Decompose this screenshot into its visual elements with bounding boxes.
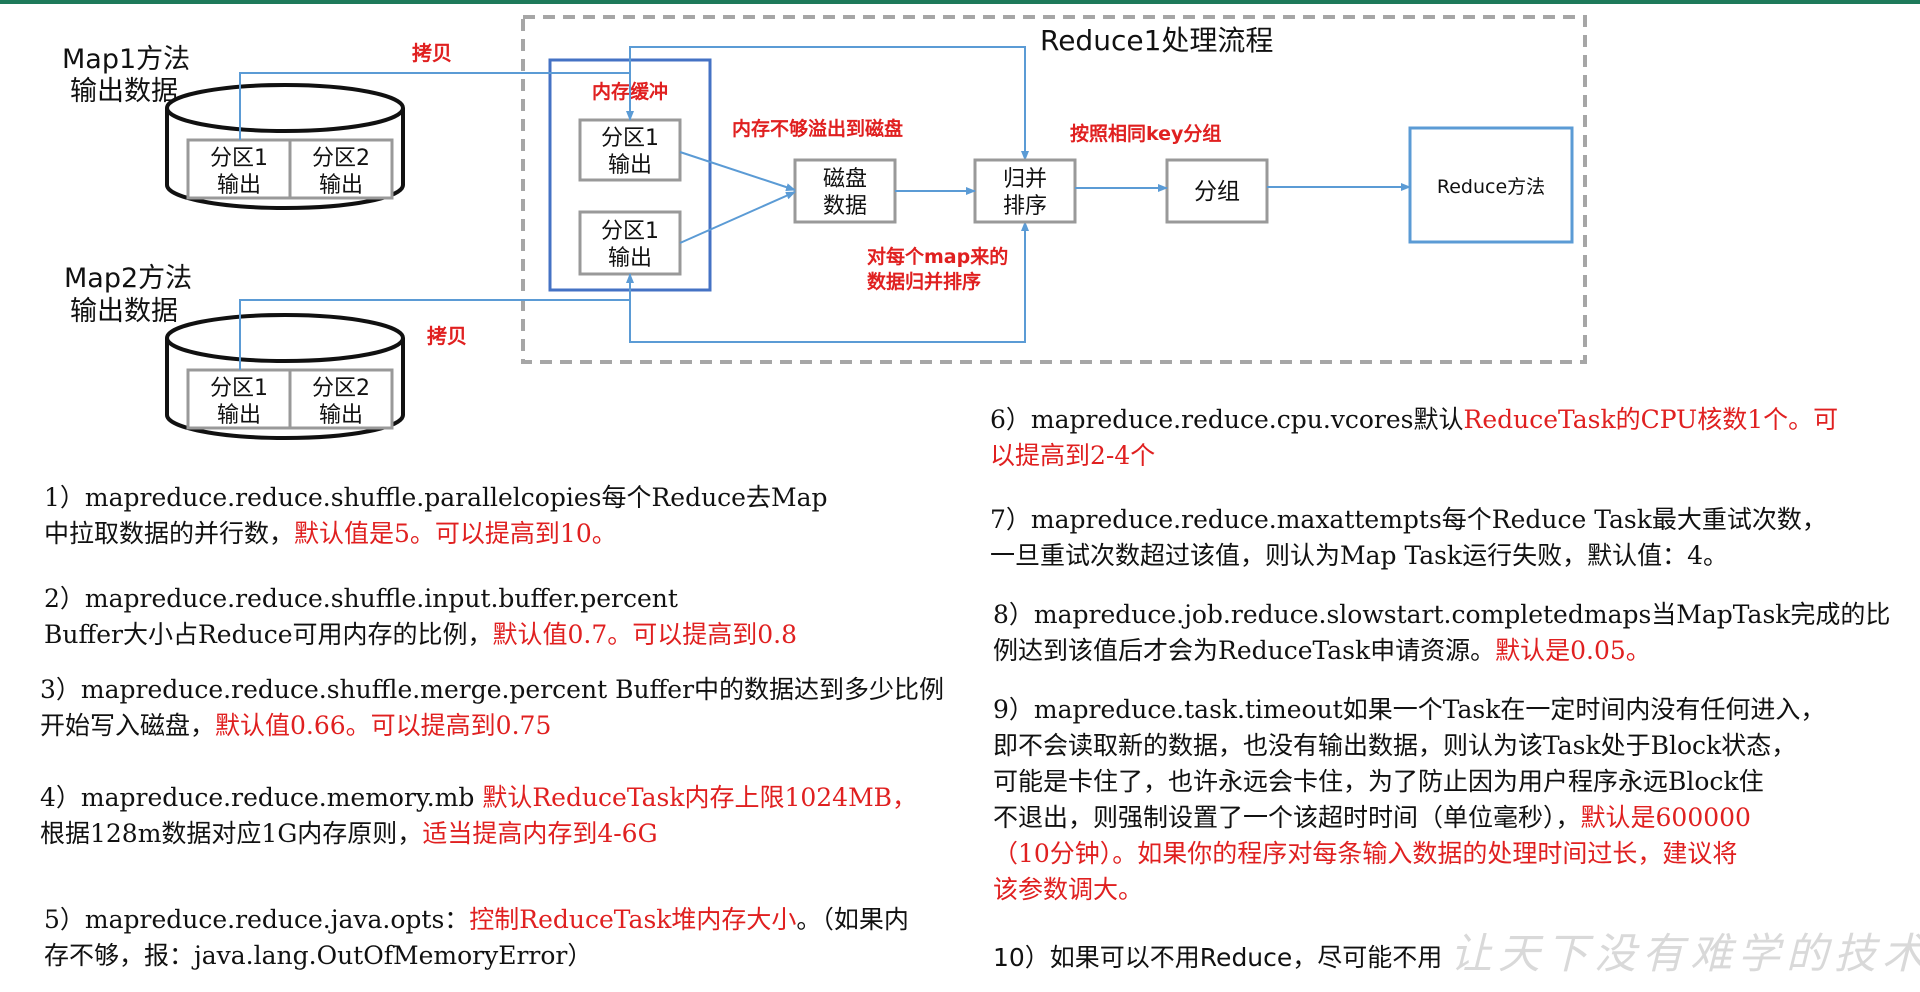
map2-partition2-line1: 分区2: [312, 376, 370, 401]
top-accent-bar: [0, 0, 1920, 4]
disk-line1: 磁盘: [823, 167, 867, 192]
reduce-method-label: Reduce方法: [1437, 176, 1545, 198]
note-9: 9）mapreduce.task.timeout如果一个Task在一定时间内没有…: [993, 692, 1825, 908]
note-3-line1: 3）mapreduce.reduce.shuffle.merge.percent…: [40, 675, 945, 704]
map2-partition2-box: [288, 368, 394, 430]
note-9-line5-red: （10分钟）。如果你的程序对每条输入数据的处理时间过长，建议将: [993, 839, 1738, 868]
note-6-line2-red: 以提高到2-4个: [990, 441, 1156, 470]
note-7-line2: 一旦重试次数超过该值，则认为Map Task运行失败，默认值：4。: [990, 541, 1728, 570]
copy-direct-merge-top: [629, 46, 1029, 161]
note-1: 1）mapreduce.reduce.shuffle.parallelcopie…: [44, 480, 827, 552]
note-5-line1: 5）mapreduce.reduce.java.opts：: [44, 905, 470, 934]
note-6: 6）mapreduce.reduce.cpu.vcores默认ReduceTas…: [990, 402, 1838, 474]
map1-partition1-box: [186, 138, 292, 200]
buffer-partition1-output-a: [578, 118, 682, 182]
note-7: 7）mapreduce.reduce.maxattempts每个Reduce T…: [990, 502, 1827, 574]
copy-arrow-map2: [239, 273, 634, 370]
merge-sort-note-line2: 数据归并排序: [867, 270, 981, 293]
note-4-line1-red: 默认ReduceTask内存上限1024MB，: [482, 783, 918, 812]
map2-partition1-box: [186, 368, 292, 430]
map1-partition2-line2: 输出: [319, 173, 363, 198]
note-10: 10）如果可以不用Reduce，尽可能不用: [993, 940, 1442, 976]
map1-partition1-line2: 输出: [217, 173, 261, 198]
reduce-process-title: Reduce1处理流程: [1040, 24, 1273, 57]
reduce-process-container: [521, 15, 1587, 364]
note-9-line6-red: 该参数调大。: [993, 875, 1144, 904]
map1-partition2-line1: 分区2: [312, 146, 370, 171]
note-4-line2-red: 适当提高内存到4-6G: [422, 819, 658, 848]
map2-label-line1: Map2方法: [64, 263, 192, 294]
map1-partition2-box: [288, 138, 394, 200]
copy-arrow-map1: [239, 72, 634, 140]
note-9-line3: 可能是卡住了，也许永远会卡住，为了防止因为用户程序永远Block住: [993, 767, 1764, 796]
merge-line2: 排序: [1003, 194, 1047, 219]
note-5: 5）mapreduce.reduce.java.opts：控制ReduceTas…: [44, 902, 909, 974]
group-box: [1165, 158, 1269, 224]
note-9-line2: 即不会读取新的数据，也没有输出数据，则认为该Task处于Block状态，: [993, 731, 1797, 760]
map1-label-line1: Map1方法: [62, 44, 190, 75]
spill-arrow-b: [679, 191, 796, 244]
merge-sort-note-line1: 对每个map来的: [867, 245, 1008, 268]
note-1-line2-red: 默认值是5。可以提高到10。: [294, 519, 617, 548]
note-2-line1: 2）mapreduce.reduce.shuffle.input.buffer.…: [44, 584, 678, 613]
disk-data-box: [793, 158, 897, 224]
buffer-partition1-output-b: [578, 210, 682, 276]
note-5-line1-red: 控制ReduceTask堆内存大小: [469, 905, 797, 934]
note-4-line1: 4）mapreduce.reduce.memory.mb: [40, 783, 483, 812]
note-6-line1-red: ReduceTask的CPU核数1个。可: [1463, 405, 1839, 434]
note-1-line1: 1）mapreduce.reduce.shuffle.parallelcopie…: [44, 483, 828, 512]
note-1-line2: 中拉取数据的并行数，: [44, 519, 295, 548]
note-10-text: 10）如果可以不用Reduce，尽可能不用: [993, 943, 1443, 972]
buffer-a-line2: 输出: [608, 153, 652, 178]
note-9-line1: 9）mapreduce.task.timeout如果一个Task在一定时间内没有…: [993, 695, 1826, 724]
spill-to-disk-label: 内存不够溢出到磁盘: [732, 117, 903, 140]
note-8: 8）mapreduce.job.reduce.slowstart.complet…: [993, 597, 1890, 669]
note-8-line2-red: 默认是0.05。: [1495, 636, 1651, 665]
note-3-line2: 开始写入磁盘，: [40, 711, 216, 740]
note-2-line2: Buffer大小占Reduce可用内存的比例，: [44, 620, 493, 649]
note-9-line4: 不退出，则强制设置了一个该超时时间（单位毫秒），: [993, 803, 1581, 832]
note-2: 2）mapreduce.reduce.shuffle.input.buffer.…: [44, 581, 797, 653]
group-by-key-label: 按照相同key分组: [1070, 122, 1221, 145]
note-5-line1-after: 。（如果内: [796, 905, 909, 934]
copy-direct-merge-bottom: [629, 221, 1029, 343]
group-label: 分组: [1194, 179, 1240, 205]
merge-line1: 归并: [1003, 167, 1047, 192]
map2-label-line2: 输出数据: [70, 296, 178, 327]
note-4: 4）mapreduce.reduce.memory.mb 默认ReduceTas…: [40, 780, 917, 852]
note-9-line4-red: 默认是600000: [1580, 803, 1751, 832]
reduce-flow-diagram: Reduce1处理流程 Map1方法 输出数据 分区1 输出 分区2 输出 Ma…: [62, 15, 1587, 440]
buffer-a-line1: 分区1: [601, 126, 659, 151]
spill-arrow-a: [679, 151, 796, 191]
watermark: 让天下没有难学的技术: [1450, 929, 1920, 978]
note-3-line2-red: 默认值0.66。可以提高到0.75: [215, 711, 552, 740]
disk-line2: 数据: [823, 194, 867, 219]
copy-label-top: 拷贝: [412, 41, 452, 65]
map2-partition2-line2: 输出: [319, 403, 363, 428]
note-4-line2: 根据128m数据对应1G内存原则，: [40, 819, 423, 848]
buffer-b-line2: 输出: [608, 246, 652, 271]
map1-label-line2: 输出数据: [70, 76, 178, 107]
note-5-line2: 存不够，报：java.lang.OutOfMemoryError）: [44, 941, 593, 970]
buffer-b-line1: 分区1: [601, 219, 659, 244]
note-8-line1: 8）mapreduce.job.reduce.slowstart.complet…: [993, 600, 1891, 629]
map1-partition1-line1: 分区1: [210, 146, 268, 171]
map2-partition1-line1: 分区1: [210, 376, 268, 401]
note-3: 3）mapreduce.reduce.shuffle.merge.percent…: [40, 672, 944, 744]
copy-label-bottom: 拷贝: [427, 324, 467, 348]
map2-partition1-line2: 输出: [217, 403, 261, 428]
note-2-line2-red: 默认值0.7。可以提高到0.8: [492, 620, 798, 649]
note-6-line1: 6）mapreduce.reduce.cpu.vcores默认: [990, 405, 1464, 434]
note-8-line2: 例达到该值后才会为ReduceTask申请资源。: [993, 636, 1496, 665]
note-7-line1: 7）mapreduce.reduce.maxattempts每个Reduce T…: [990, 505, 1827, 534]
